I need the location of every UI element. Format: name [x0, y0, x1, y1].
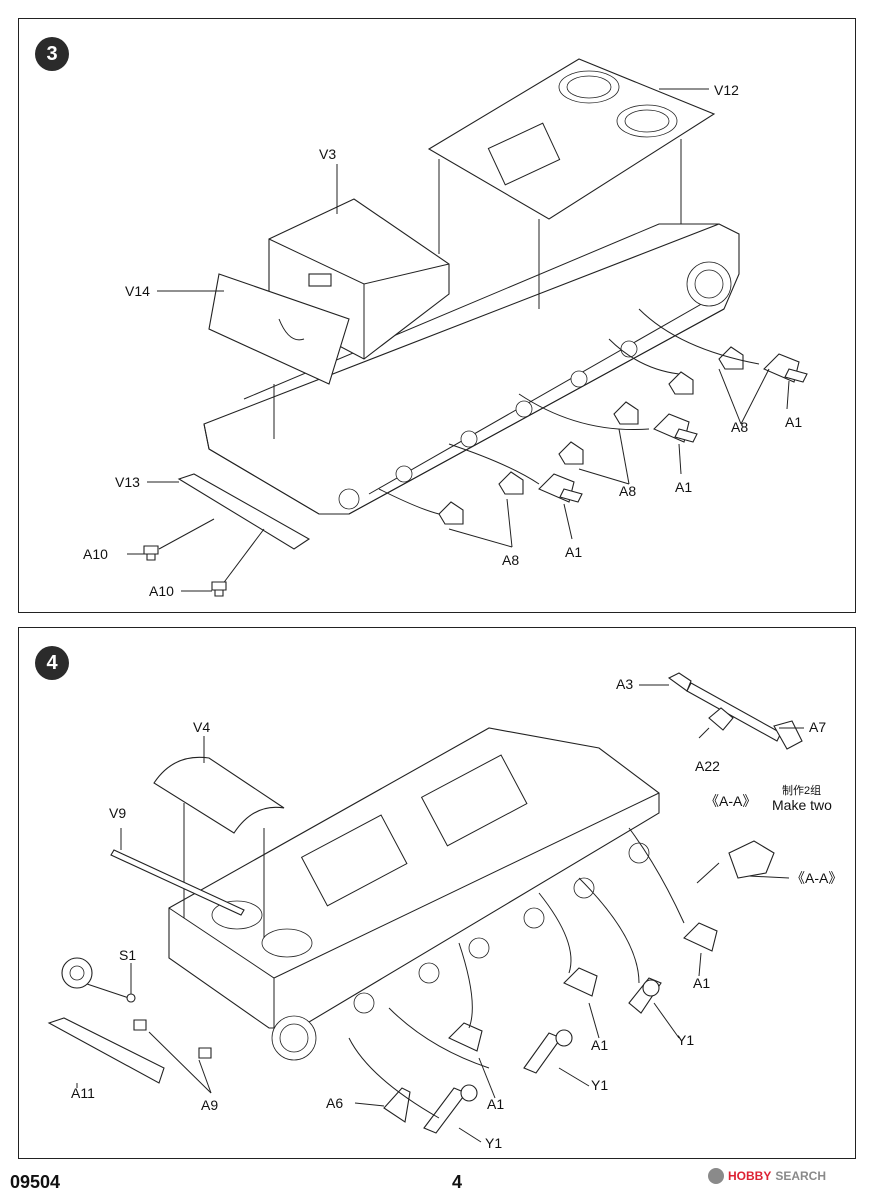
step-4-drawing: A3 A7 A22 《A-A》 制作2组 Make two 《A-A》 V4 V…: [47, 672, 842, 1151]
label-v13: V13: [115, 474, 140, 490]
label-a1-third: A1: [565, 544, 582, 560]
part-v14-plate: [208, 273, 350, 385]
leader-lines: [127, 88, 790, 592]
part-v13-plate: [158, 473, 311, 590]
label-v14: V14: [125, 283, 150, 299]
label-a-a-right: 《A-A》: [791, 870, 842, 886]
label-a8-second: A8: [619, 483, 636, 499]
part-a1-a8-group: [378, 308, 808, 525]
label-v12: V12: [714, 82, 739, 98]
label-a1-first: A1: [785, 414, 802, 430]
part-v4-cover: [153, 756, 285, 938]
step-number-badge: 4: [35, 646, 69, 680]
hobbysearch-watermark: HOBBY SEARCH: [708, 1168, 826, 1184]
label-a22: A22: [695, 758, 720, 774]
label-a1-second: A1: [675, 479, 692, 495]
label-a8-first: A8: [731, 419, 748, 435]
label-a10-first: A10: [83, 546, 108, 562]
label-y1-second: Y1: [591, 1077, 608, 1093]
label-v9: V9: [109, 805, 126, 821]
hull-lower-body: [203, 223, 740, 515]
part-a6-bracket: [354, 1087, 411, 1123]
label-make-two-en: Make two: [772, 797, 832, 813]
part-s1-detail: [61, 957, 136, 1003]
watermark-rest: SEARCH: [775, 1169, 827, 1183]
label-a1-third: A1: [487, 1096, 504, 1112]
hull-assembly: [168, 727, 660, 1061]
label-a7: A7: [809, 719, 826, 735]
part-a11-guard: [47, 1017, 165, 1084]
label-a3: A3: [616, 676, 633, 692]
leader-lines: [76, 684, 804, 1088]
label-v3: V3: [319, 146, 336, 162]
part-a9-group: [133, 1019, 212, 1094]
watermark-brand: HOBBY: [728, 1169, 772, 1183]
part-v9-rod: [110, 849, 245, 916]
label-y1-first: Y1: [677, 1032, 694, 1048]
label-a1-second: A1: [591, 1037, 608, 1053]
watermark-logo-icon: [708, 1168, 724, 1184]
detail-a-a-assembly: [667, 672, 803, 884]
page-number: 4: [452, 1172, 463, 1192]
step-4-panel: 4: [18, 627, 856, 1159]
part-a1-y1-group: [348, 827, 718, 1143]
assembly-arrows: [273, 139, 682, 439]
step-3-drawing: V3 V12 V14 V13 A10 A10 A1 A1 A1 A8 A8 A8: [83, 58, 808, 599]
label-a8-third: A8: [502, 552, 519, 568]
label-v4: V4: [193, 719, 210, 735]
label-y1-third: Y1: [485, 1135, 502, 1151]
label-a1-first: A1: [693, 975, 710, 991]
step-3-panel: 3: [18, 18, 856, 613]
label-a9: A9: [201, 1097, 218, 1113]
label-make-two-cn: 制作2组: [782, 783, 821, 797]
step-number-badge: 3: [35, 37, 69, 71]
label-a6: A6: [326, 1095, 343, 1111]
label-a11: A11: [71, 1085, 95, 1101]
part-v12-deck-plate: [427, 58, 716, 220]
label-a10-second: A10: [149, 583, 174, 599]
product-code: 09504: [10, 1172, 61, 1192]
part-a10-pins: [143, 545, 227, 597]
label-a-a-left: 《A-A》: [705, 793, 756, 809]
label-s1: S1: [119, 947, 136, 963]
